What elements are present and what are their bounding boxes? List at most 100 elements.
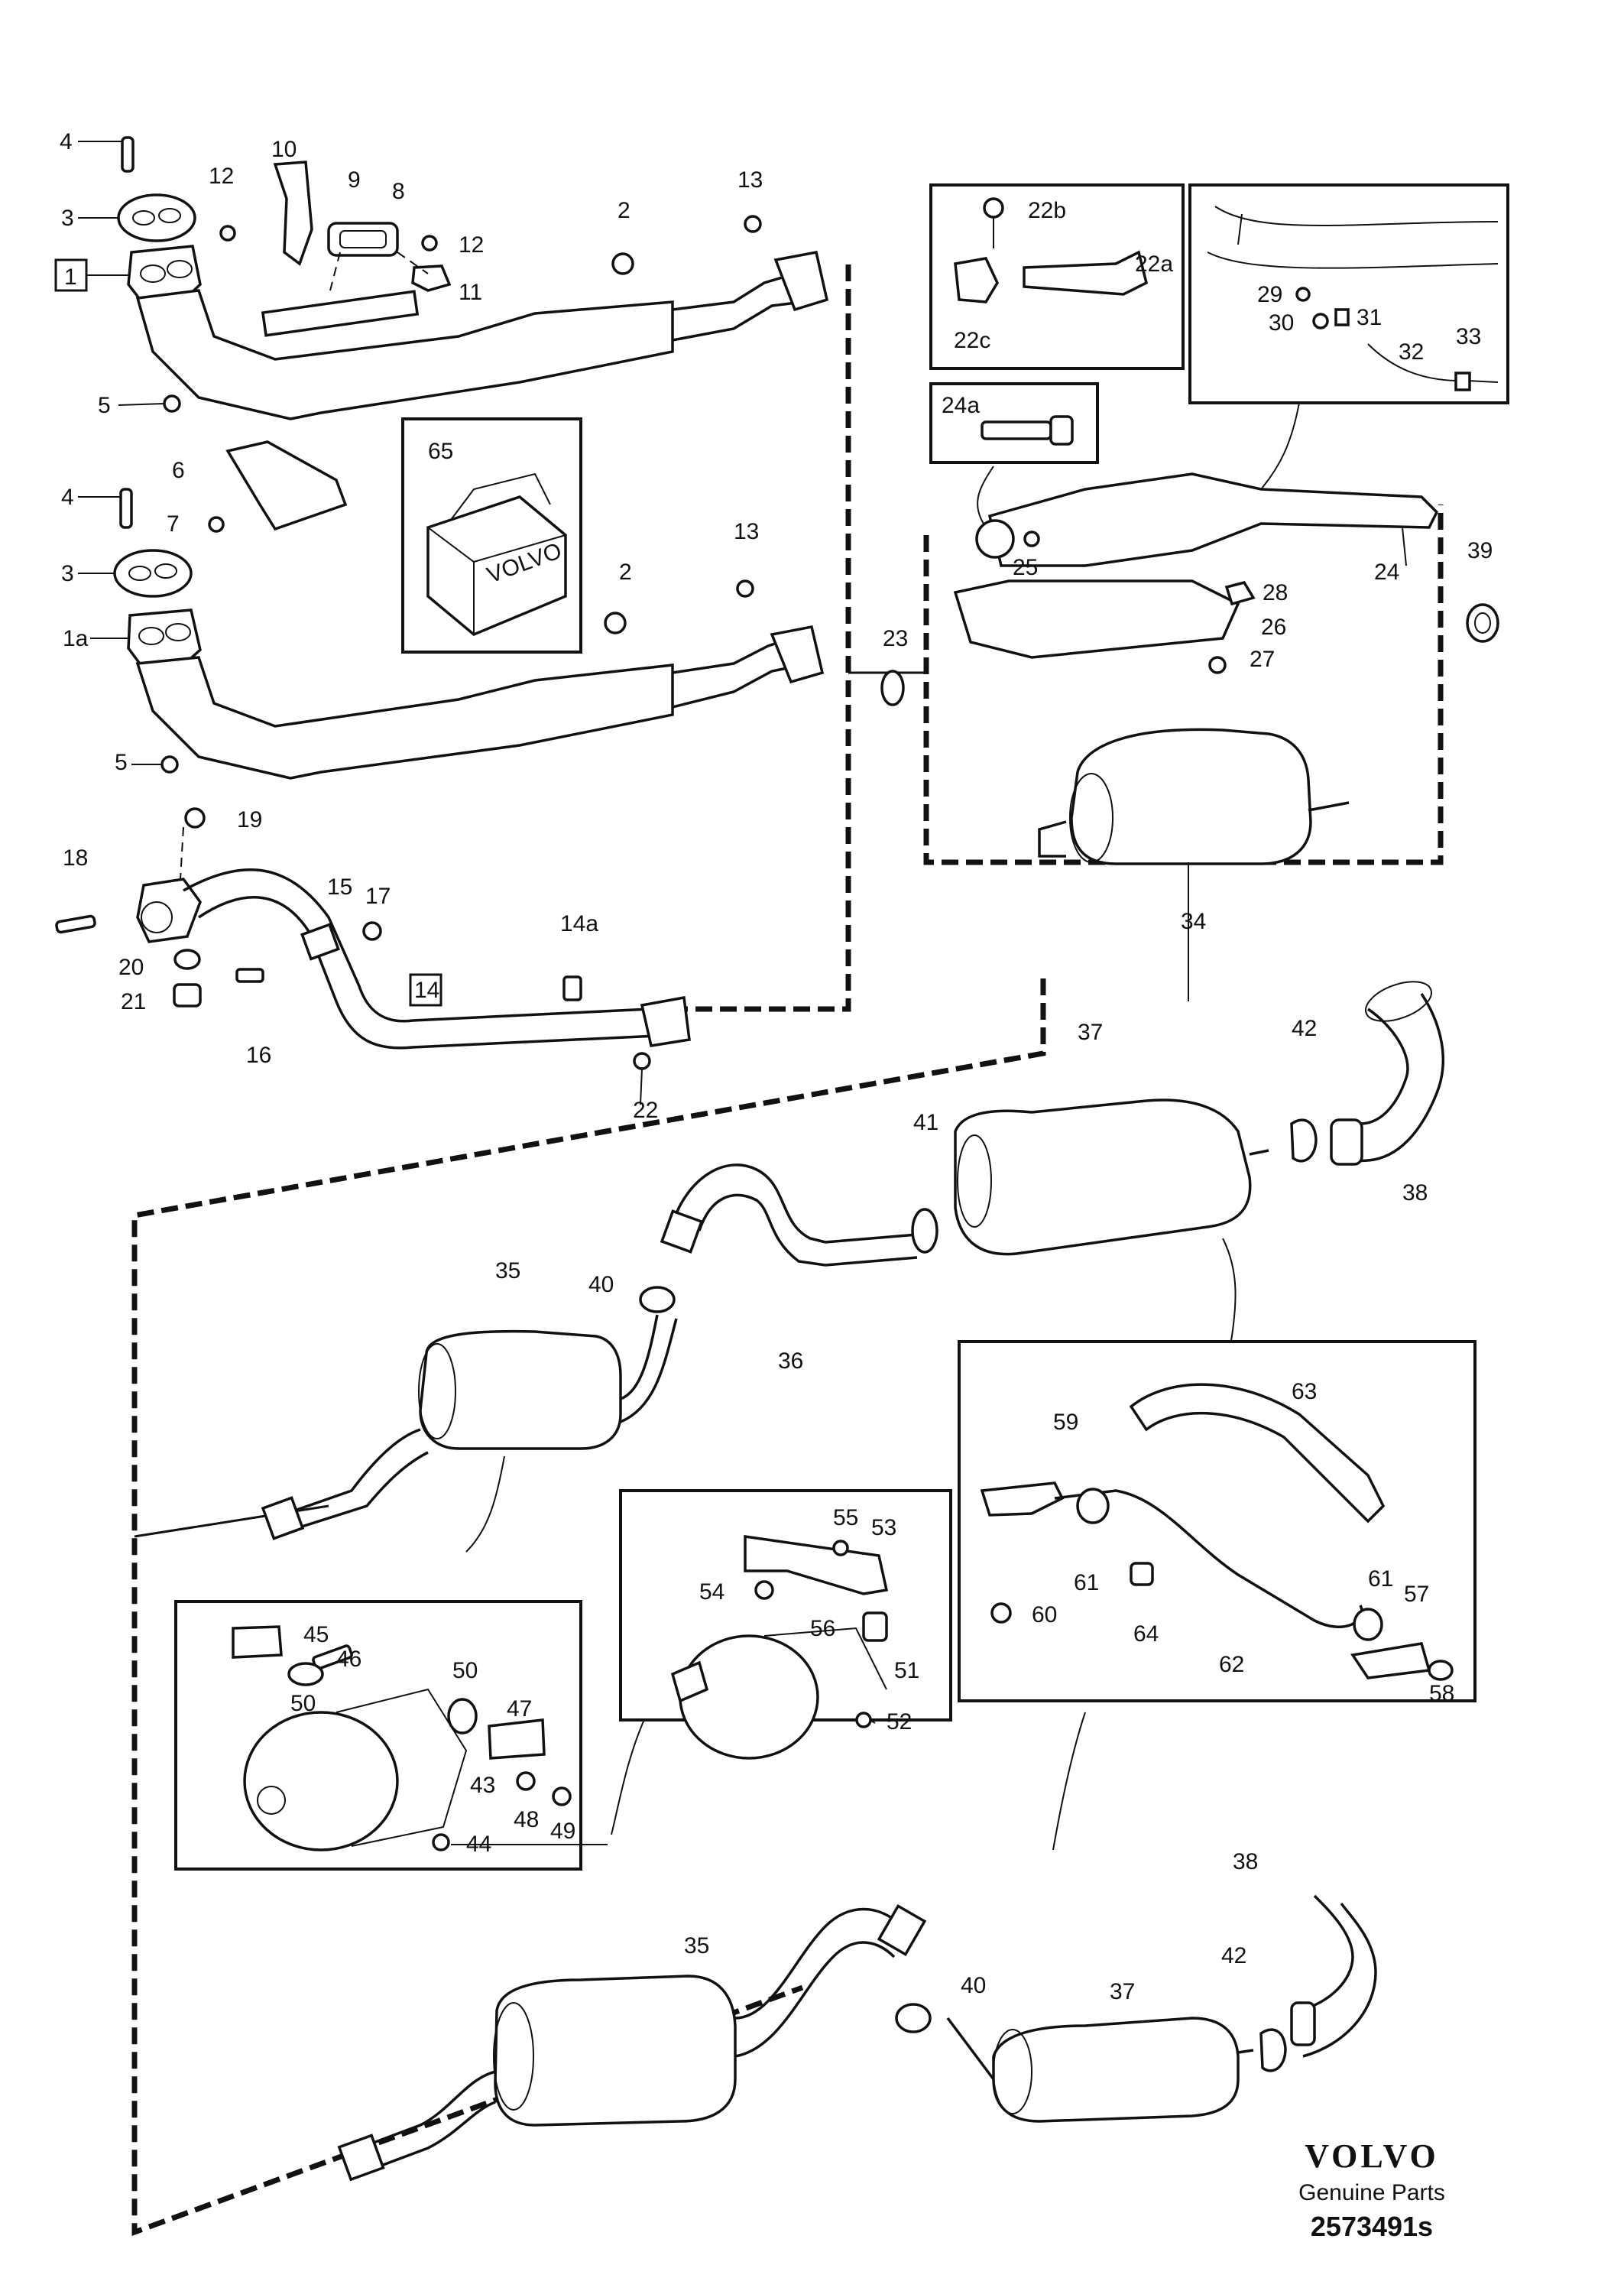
manifold-gasket-3-mid (113, 549, 193, 598)
callout-24: 24 (1374, 560, 1399, 585)
bolt-44 (432, 1833, 450, 1851)
ref-box-14 (409, 973, 442, 1007)
bracket-22a (1023, 250, 1149, 296)
washer-48 (516, 1771, 536, 1791)
callout-18: 18 (63, 845, 88, 871)
bolt-12-a (219, 225, 236, 242)
silencer-35-bottom (494, 1975, 737, 2127)
silencer-37-bottom (992, 2017, 1240, 2123)
callout-40-bot: 40 (961, 1973, 986, 1998)
callout-27: 27 (1250, 647, 1275, 672)
callout-23: 23 (883, 626, 908, 651)
clamp-42-top (1290, 1118, 1318, 1163)
clamp-15 (300, 923, 340, 961)
nut-5-top (163, 394, 181, 413)
silencer-34 (1038, 728, 1350, 865)
callout-53: 53 (871, 1515, 896, 1540)
silencer-51 (679, 1634, 819, 1760)
callout-21: 21 (121, 989, 146, 1014)
leader-lines (78, 141, 1407, 1845)
pipe-14 (183, 868, 650, 1023)
callout-60: 60 (1032, 1602, 1057, 1627)
nut-13-top (744, 215, 762, 233)
bracket-45 (232, 1625, 283, 1659)
callout-35-top: 35 (495, 1258, 520, 1283)
callout-33: 33 (1456, 324, 1481, 349)
clamp-22c (954, 257, 999, 303)
rubber-61-b (1353, 1608, 1383, 1641)
callout-15: 15 (327, 875, 352, 900)
callout-47: 47 (507, 1696, 532, 1721)
inset-22-panel (929, 183, 1185, 370)
nut-5-mid (160, 755, 179, 774)
bottom-exhaust-assembly (337, 1894, 1377, 2182)
front-pipe-1-outlet-flange (773, 250, 829, 312)
nut-60 (990, 1602, 1012, 1624)
brand-block: VOLVO Genuine Parts 2573491s (1298, 2137, 1445, 2242)
callout-39: 39 (1467, 538, 1493, 563)
clamp-40-top (639, 1286, 676, 1313)
callout-22b: 22b (1028, 198, 1066, 223)
callout-61-a: 61 (1074, 1570, 1099, 1595)
manifold-gasket-3-top (117, 193, 196, 242)
callout-22c: 22c (954, 328, 990, 353)
bolt-12-b (421, 235, 438, 251)
callout-38-top: 38 (1402, 1180, 1428, 1206)
diagram-number: 2573491s (1311, 2211, 1433, 2242)
nut-27 (1208, 656, 1227, 674)
inset-43-50-panel (174, 1600, 582, 1871)
nut-30 (1312, 313, 1329, 329)
callout-51: 51 (894, 1658, 919, 1683)
callout-58: 58 (1429, 1681, 1454, 1706)
strap-63 (1129, 1383, 1386, 1524)
catalytic-converter-24 (953, 472, 1439, 674)
callout-48: 48 (514, 1807, 539, 1832)
callout-50-b: 50 (452, 1658, 478, 1683)
callout-61-b: 61 (1368, 1566, 1393, 1592)
callout-37-top: 37 (1078, 1020, 1103, 1045)
washer-58 (1428, 1660, 1454, 1681)
volvo-logo-text: VOLVO (1305, 2137, 1439, 2175)
front-pipe-1a-outlet-flange (770, 625, 825, 684)
tail-pipe-38-bottom (1298, 1894, 1354, 2012)
callout-37-bot: 37 (1110, 1979, 1135, 2004)
sensor-31 (1334, 308, 1350, 326)
rubber-block-56 (862, 1611, 888, 1642)
intermediate-pipe-36 (660, 1163, 918, 1267)
front-pipe-1-heatshield (135, 289, 674, 420)
silencer-35-body (419, 1329, 622, 1450)
callout-55: 55 (833, 1505, 858, 1530)
bracket-28 (1224, 580, 1256, 606)
callout-36: 36 (778, 1348, 803, 1374)
callout-5-top: 5 (98, 393, 111, 418)
stud-4-mid (119, 488, 133, 529)
callout-20: 20 (118, 955, 144, 980)
callout-32: 32 (1399, 339, 1424, 365)
callout-62: 62 (1219, 1652, 1244, 1677)
silencer-37-body (954, 1098, 1252, 1256)
bracket-47 (488, 1718, 546, 1760)
front-pipe-1a-assembly (113, 440, 825, 780)
bolt-14a (562, 975, 582, 1001)
gasket-23 (880, 670, 905, 706)
callout-5-mid: 5 (115, 750, 128, 775)
tail-pipe-38-top (1330, 981, 1444, 1166)
rubber-61-a (1076, 1488, 1110, 1524)
mid-silencer-35 (261, 1314, 678, 1540)
clip-33 (1454, 372, 1471, 391)
callout-13-top: 13 (737, 167, 763, 193)
callout-11: 11 (459, 280, 482, 305)
callout-34: 34 (1181, 909, 1206, 934)
rear-silencer-37-top (954, 1098, 1269, 1256)
silencer-43 (243, 1711, 399, 1851)
callout-13-mid: 13 (734, 519, 759, 544)
callout-42-bot: 42 (1221, 1943, 1246, 1968)
assembly-outlines (131, 264, 1444, 2237)
inset-sensor-panel (1188, 183, 1509, 404)
callout-6: 6 (172, 458, 185, 483)
callout-10: 10 (271, 137, 297, 162)
plug-25 (1023, 531, 1040, 547)
front-pipe-1-assembly (117, 136, 829, 420)
callout-22: 22 (633, 1098, 658, 1123)
callout-31: 31 (1357, 305, 1382, 330)
